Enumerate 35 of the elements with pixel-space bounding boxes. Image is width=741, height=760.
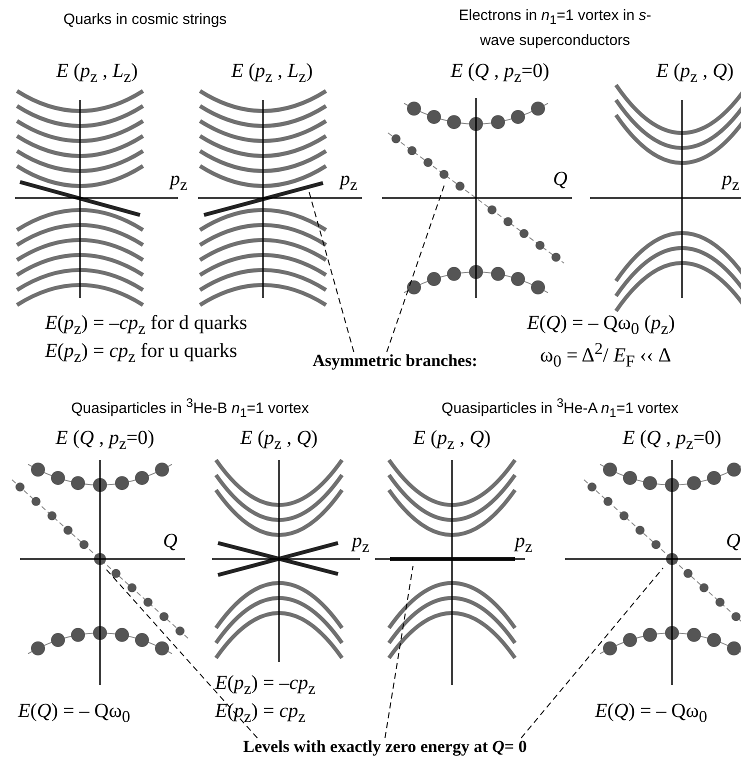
leader-line [384, 566, 414, 738]
formula: E(p$_{z}$) = cp$_{z}$ [215, 700, 306, 726]
panel-heading: Quarks in cosmic strings [63, 12, 227, 28]
axis-title: E (p$_{z}$ , Q) [240, 427, 318, 454]
axis-title: E (p$_{z}$ , Q) [413, 427, 491, 454]
axis-label: Q [553, 168, 568, 190]
callout-text: Levels with exactly zero energy at Q= 0 [243, 738, 527, 757]
formula: E(Q) = – Qω$_{0}$ (p$_{z}$) [527, 312, 675, 338]
axis-label: p$_{z}$ [722, 168, 740, 194]
axis-title: E (Q , p$_{z}$=0) [450, 60, 550, 86]
axis-label: p$_{z}$ [170, 168, 188, 194]
panel-heading: Electrons in n$_{1}$=1 vortex in s-wave superconductors [458, 6, 652, 51]
leader-line [308, 188, 354, 352]
callout-text: Asymmetric branches: [312, 352, 478, 371]
axis-label: Q [726, 530, 740, 552]
formula: E(Q) = – Qω$_{0}$ [595, 700, 708, 726]
axis-title: E (Q , p$_{z}$=0) [622, 427, 722, 454]
axis-title: E (Q , p$_{z}$=0) [56, 427, 154, 454]
leader-line [386, 182, 446, 352]
formula: E(p$_{z}$) = –cp$_{z}$ for d quarks [45, 312, 248, 338]
axis-label: p$_{z}$ [352, 530, 370, 556]
axis-label: p$_{z}$ [515, 530, 532, 556]
formula: E(Q) = – Qω$_{0}$ [18, 700, 130, 726]
formula: ω$_{0}$ = Δ$^{2}$/ E$_{F}$ ‹‹ Δ [540, 340, 672, 371]
axis-title: E (p$_{z}$ , L$_{z}$) [56, 60, 138, 86]
axis-title: E (p$_{z}$ , L$_{z}$) [231, 60, 313, 86]
leader-line [104, 568, 258, 738]
panel-heading: Quasiparticles in $^{3}$He-B n$_{1}$=1 vortex [71, 397, 309, 421]
axis-title: E (p$_{z}$ , Q) [656, 60, 734, 86]
panel-heading: Quasiparticles in $^{3}$He-A n$_{1}$=1 vortex [442, 397, 678, 421]
formula: E(p$_{z}$) = –cp$_{z}$ [215, 672, 316, 698]
formula: E(p$_{z}$) = cp$_{z}$ for u quarks [45, 340, 238, 366]
axis-label: p$_{z}$ [340, 168, 358, 194]
leader-line [520, 568, 664, 738]
axis-label: Q [163, 530, 178, 552]
